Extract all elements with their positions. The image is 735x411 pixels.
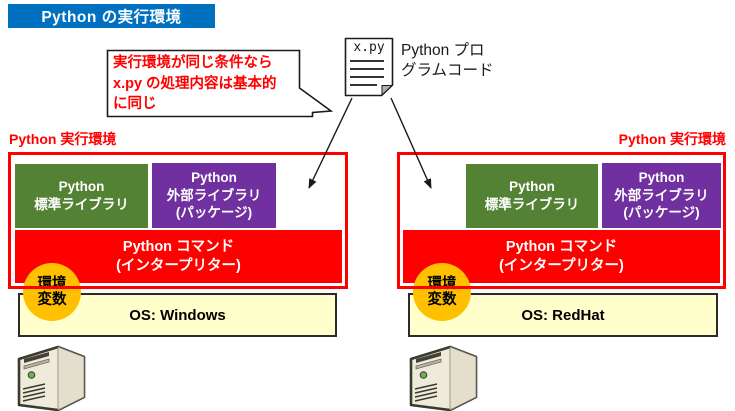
external-library-line: 外部ライブラリ — [166, 187, 262, 203]
env-label-right: Python 実行環境 — [618, 131, 726, 147]
env-var-badge: 環境 変数 — [413, 263, 471, 321]
server-icon — [17, 345, 86, 411]
program-code-label-line: Python プロ — [401, 42, 485, 59]
environment-redhat: Python 標準ライブラリ Python 外部ライブラリ (パッケージ) Py… — [397, 152, 726, 289]
external-library-line: (パッケージ) — [623, 205, 700, 221]
server-icon — [409, 345, 478, 411]
file-name-label: x.py — [353, 40, 385, 55]
external-library-line: 外部ライブラリ — [614, 187, 709, 203]
interpreter-line: (インタープリター) — [116, 257, 241, 274]
standard-library-line: 標準ライブラリ — [484, 197, 580, 212]
external-library-box: Python 外部ライブラリ (パッケージ) — [602, 163, 721, 228]
interpreter-box: Python コマンド (インタープリター) — [403, 230, 720, 283]
external-library-line: Python — [191, 170, 237, 186]
program-code-label-line: グラムコード — [401, 61, 494, 79]
external-library-box: Python 外部ライブラリ (パッケージ) — [152, 163, 276, 228]
callout-line: 実行環境が同じ条件なら — [113, 55, 273, 71]
external-library-line: Python — [638, 170, 685, 186]
env-var-badge: 環境 変数 — [23, 263, 81, 321]
standard-library-box: Python 標準ライブラリ — [466, 164, 598, 228]
standard-library-line: Python — [58, 179, 105, 194]
standard-library-line: Python — [509, 179, 555, 194]
env-var-line: 環境 — [427, 275, 457, 292]
page-title: Python の実行環境 — [8, 4, 215, 28]
env-var-line: 環境 — [37, 275, 67, 292]
program-code-label: Python プロ グラムコード — [401, 41, 521, 80]
external-library-line: (パッケージ) — [175, 205, 253, 221]
interpreter-line: Python コマンド — [505, 238, 618, 255]
env-label-left: Python 実行環境 — [9, 131, 117, 147]
os-bar-windows: OS: Windows — [18, 293, 337, 337]
interpreter-line: Python コマンド — [122, 238, 235, 255]
interpreter-line: (インタープリター) — [499, 257, 624, 274]
standard-library-line: 標準ライブラリ — [34, 197, 129, 212]
standard-library-box: Python 標準ライブラリ — [15, 164, 148, 228]
env-var-line: 変数 — [37, 292, 67, 308]
callout-text: 実行環境が同じ条件なら x.py の処理内容は基本的 に同じ — [113, 53, 303, 115]
callout-line: x.py の処理内容は基本的 — [113, 75, 277, 92]
callout-line: に同じ — [113, 96, 157, 112]
env-var-line: 変数 — [427, 292, 457, 308]
